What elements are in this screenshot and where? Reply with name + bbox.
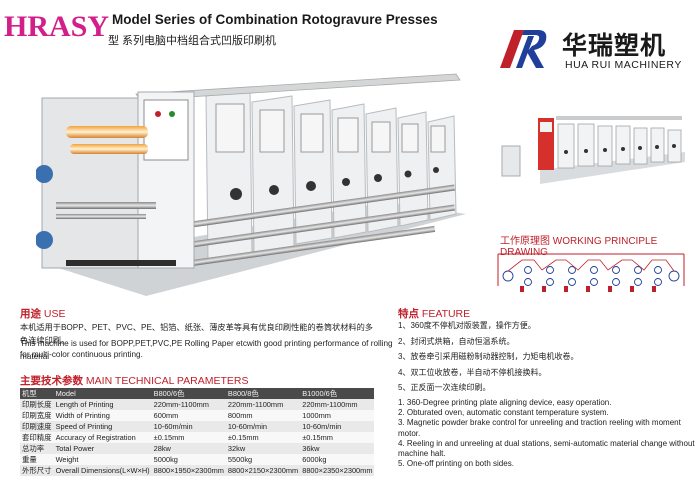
principle-heading-en: WORKING PRINCIPLE DRAWING [500,236,658,258]
table-cell: 5500kg [225,454,301,465]
table-cell: 10-60m/min [225,421,301,432]
params-heading-cn: 主要技术参数 [20,375,83,387]
use-text-en-1: This machine is used for BOPP,PET,PVC,PE… [20,339,393,361]
table-cell: 外形尺寸 [20,465,54,476]
table-cell: Width of Printing [53,410,152,421]
table-cell: 印刷宽度 [20,410,54,421]
principle-diagram [497,253,685,292]
hr-logo-icon [500,30,547,68]
table-cell: ±0.15mm [151,432,226,443]
machine-photo [36,73,466,296]
list-item: 3、放卷牵引采用磁粉制动器控制，力矩电机收卷。 [398,352,579,361]
table-row: 总功率 Total Power 28kw 32kw 36kw [20,443,375,454]
table-row: 印刷宽度 Width of Printing 600mm 800mm 1000m… [20,410,375,421]
title-english: Model Series of Combination Rotogravure … [112,12,438,27]
table-cell: 10-60m/min [300,421,375,432]
table-header-row: 机型 Model B800/6色 B800/8色 B1000/6色 [20,388,375,399]
list-item: 1. 360-Degree printing plate aligning de… [398,398,612,407]
list-item: 5. One-off printing on both sides. [398,459,514,469]
feature-heading-en: FEATURE [421,308,471,320]
use-heading-cn: 用途 [20,308,41,320]
table-cell: 套印精度 [20,432,54,443]
table-cell: Total Power [53,443,152,454]
list-item: 1、360度不停机对版装置，操作方便。 [398,321,536,330]
params-heading: 主要技术参数 MAIN TECHNICAL PARAMETERS [20,373,249,388]
table-cell: 5000kg [151,454,226,465]
table-cell: 36kw [300,443,375,454]
table-cell: 600mm [151,410,226,421]
machine-side-photo [500,112,685,192]
list-item: 4. Reeling in and unreeling at dual stat… [398,438,695,459]
table-cell: 6000kg [300,454,375,465]
table-cell: ±0.15mm [225,432,301,443]
brand-logo-text: HRASY [4,10,110,43]
params-table: 机型 Model B800/6色 B800/8色 B1000/6色 印刷长度 L… [20,388,375,476]
use-heading: 用途 USE [20,306,66,321]
table-row: 重量 Weight 5000kg 5500kg 6000kg [20,454,375,465]
table-cell: Speed of Printing [53,421,152,432]
table-cell: 10-60m/min [151,421,226,432]
table-cell: 总功率 [20,443,54,454]
table-cell: 重量 [20,454,54,465]
table-row: 套印精度 Accuracy of Registration ±0.15mm ±0… [20,432,375,443]
table-cell: Overall Dimensions(L×W×H) [53,465,152,476]
list-item: 2. Obturated oven, automatic constant te… [398,408,609,418]
table-cell: 8800×1950×2300mm [151,465,226,476]
list-item: 5、正反面一次连续印刷。 [398,383,491,392]
logo-chinese: 华瑞塑机 [562,32,667,60]
feature-heading-cn: 特点 [398,308,419,320]
table-cell: 220mm-1100mm [151,399,226,410]
use-text-en-2: for multi-color continuous printing. [20,350,143,359]
table-header-cell: Model [53,388,152,399]
table-cell: Weight [53,454,152,465]
list-item: 2、封闭式烘箱，自动恒温系统。 [398,336,515,346]
table-cell: 28kw [151,443,226,454]
table-cell: 印刷速度 [20,421,54,432]
table-cell: 8800×2150×2300mm [225,465,301,476]
feature-list-en: 1. 360-Degree printing plate aligning de… [398,398,698,469]
feature-heading: 特点 FEATURE [398,306,470,321]
title-chinese: 型 系列电脑中档组合式凹版印刷机 [108,35,277,47]
use-text-cn: 本机适用于BOPP、PET、PVC、PE、铝箔、纸张、薄皮革等具有优良印刷性能的… [20,323,373,345]
table-row: 印刷长度 Length of Printing 220mm-1100mm 220… [20,399,375,410]
list-item: 3. Magnetic powder brake control for unr… [398,418,681,438]
table-cell: 1000mm [300,410,375,421]
use-heading-en: USE [43,308,66,320]
table-cell: 8800×2350×2300mm [300,465,375,476]
table-header-cell: 机型 [20,388,54,399]
list-item: 4、双工位收放卷，半自动不停机接换料。 [398,367,547,377]
feature-list-cn: 1、360度不停机对版装置，操作方便。 2、封闭式烘箱，自动恒温系统。 3、放卷… [398,318,578,396]
table-cell: Length of Printing [53,399,152,410]
table-row: 外形尺寸 Overall Dimensions(L×W×H) 8800×1950… [20,465,375,476]
table-cell: 220mm-1100mm [300,399,375,410]
params-heading-en: MAIN TECHNICAL PARAMETERS [85,375,249,387]
table-cell: ±0.15mm [300,432,375,443]
table-cell: 800mm [225,410,301,421]
table-header-cell: B800/8色 [225,388,301,399]
table-cell: 印刷长度 [20,399,54,410]
table-cell: Accuracy of Registration [53,432,152,443]
table-cell: 220mm-1100mm [225,399,301,410]
table-row: 印刷速度 Speed of Printing 10-60m/min 10-60m… [20,421,375,432]
principle-heading: 工作原理图 WORKING PRINCIPLE DRAWING [500,232,700,258]
table-header-cell: B1000/6色 [300,388,375,399]
principle-heading-cn: 工作原理图 [500,236,550,247]
table-header-cell: B800/6色 [151,388,226,399]
table-cell: 32kw [225,443,301,454]
logo-english: HUA RUI MACHINERY [565,59,682,71]
